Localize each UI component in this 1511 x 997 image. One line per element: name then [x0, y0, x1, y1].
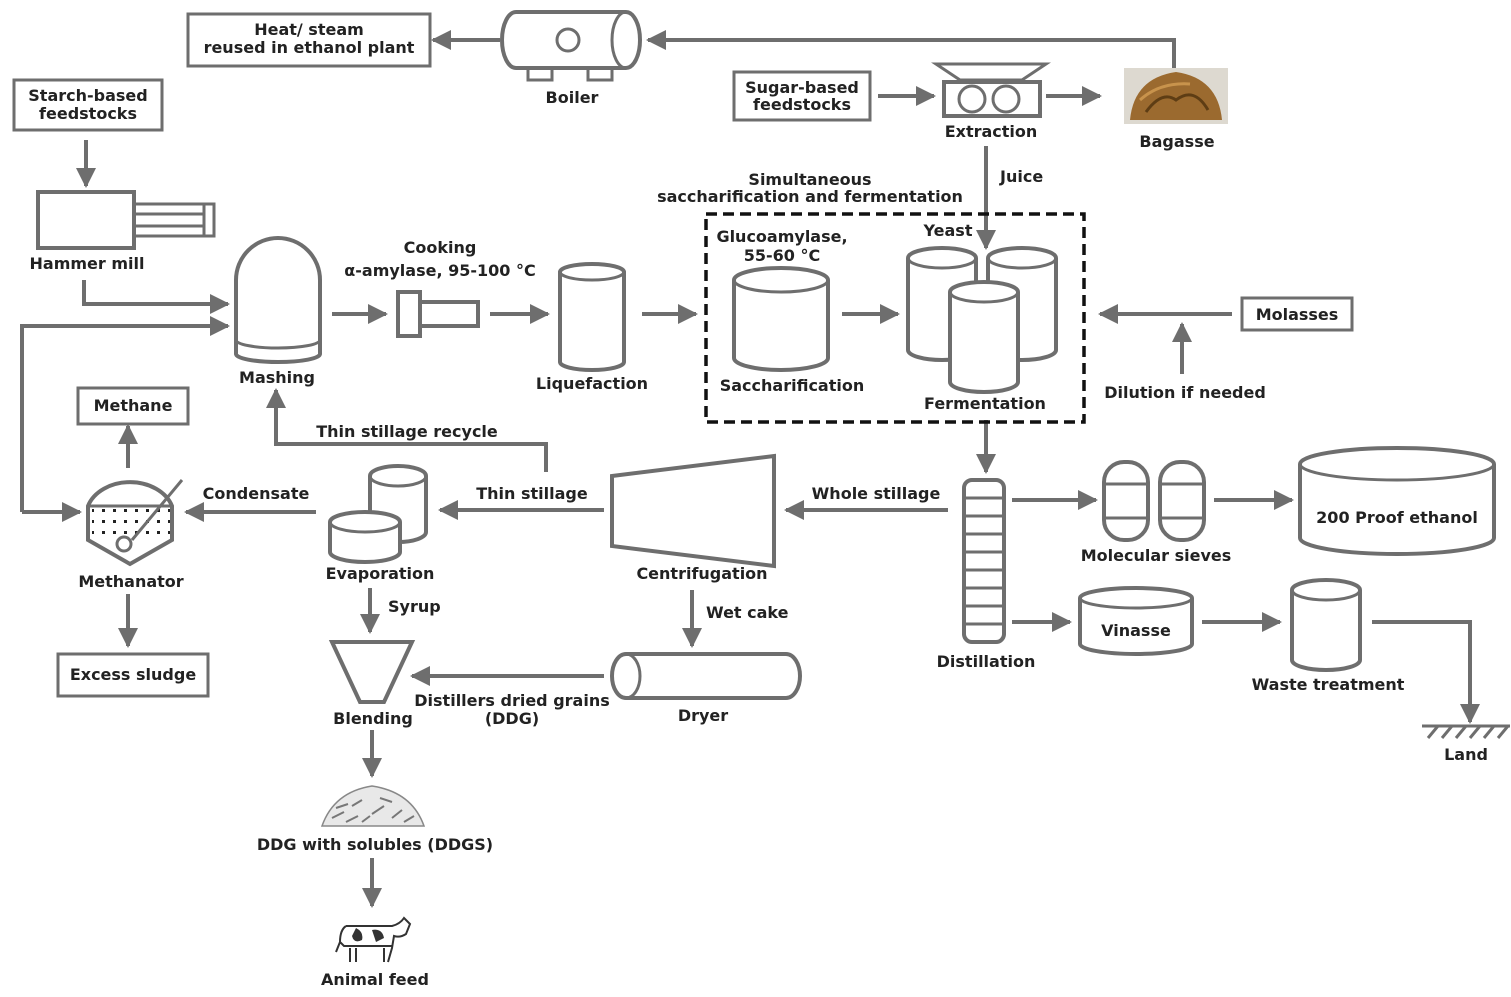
label-ddg-line2: (DDG): [485, 709, 539, 728]
fermentation-tanks-icon: [906, 246, 1058, 394]
label-glucoamylase: Glucoamylase,: [716, 227, 847, 246]
sugar-feedstocks-box: Sugar-based feedstocks: [732, 70, 872, 122]
label-dryer: Dryer: [678, 706, 728, 725]
label-saccharification: Saccharification: [720, 376, 865, 395]
label-gluco-temp: 55-60 °C: [744, 246, 820, 265]
label-juice: Juice: [999, 167, 1043, 186]
ethanol-tank-icon: 200 Proof ethanol: [1298, 446, 1496, 556]
label-wet-cake: Wet cake: [706, 603, 789, 622]
label-thin-stillage-recycle: Thin stillage recycle: [316, 422, 498, 441]
label-blending: Blending: [333, 709, 413, 728]
boiler-icon: [500, 10, 642, 82]
label-thin-stillage: Thin stillage: [476, 484, 588, 503]
label-ssf-line1: Simultaneous: [748, 170, 871, 189]
label-boiler: Boiler: [546, 88, 599, 107]
label-whole-stillage: Whole stillage: [812, 484, 941, 503]
distillation-column-icon: [962, 478, 1006, 644]
label-land: Land: [1444, 745, 1488, 764]
label-cooking: Cooking: [404, 238, 477, 257]
centrifuge-icon: [610, 453, 776, 569]
excess-sludge-box: Excess sludge: [56, 652, 210, 698]
heat-steam-line2: reused in ethanol plant: [204, 38, 415, 57]
label-mashing: Mashing: [239, 368, 315, 387]
label-distillation: Distillation: [937, 652, 1036, 671]
molasses-box: Molasses: [1240, 296, 1354, 332]
label-evaporation: Evaporation: [326, 564, 435, 583]
label-syrup: Syrup: [388, 597, 441, 616]
ddgs-pile-icon: [320, 785, 426, 827]
label-waste-treatment: Waste treatment: [1252, 675, 1405, 694]
starch-feedstocks-box: Starch-based feedstocks: [12, 78, 164, 132]
extraction-roller-icon: [931, 62, 1051, 118]
sugar-line2: feedstocks: [753, 95, 851, 114]
blending-hopper-icon: [328, 640, 416, 704]
bagasse-icon: [1124, 68, 1228, 124]
vinasse-tank-icon: Vinasse: [1078, 586, 1194, 656]
vinasse-text: Vinasse: [1101, 621, 1171, 640]
label-fermentation: Fermentation: [924, 394, 1046, 413]
label-ddg-line1: Distillers dried grains: [414, 691, 609, 710]
diagram-labels: Boiler Extraction Bagasse Juice Hammer m…: [30, 88, 1488, 989]
label-ddgs: DDG with solubles (DDGS): [257, 835, 493, 854]
starch-line1: Starch-based: [28, 86, 147, 105]
label-methanator: Methanator: [78, 572, 183, 591]
liquefaction-tank-icon: [558, 262, 626, 372]
starch-line2: feedstocks: [39, 104, 137, 123]
label-bagasse: Bagasse: [1139, 132, 1214, 151]
ssf-dashed-box: [704, 212, 1086, 424]
label-dilution: Dilution if needed: [1104, 383, 1266, 402]
hammer-mill-icon: [36, 190, 216, 250]
dryer-icon: [610, 652, 802, 700]
label-ssf-line2: saccharification and fermentation: [657, 187, 963, 206]
label-centrifugation: Centrifugation: [636, 564, 767, 583]
heat-steam-line1: Heat/ steam: [254, 20, 364, 39]
excess-sludge-text: Excess sludge: [70, 665, 197, 684]
label-liquefaction: Liquefaction: [536, 374, 648, 393]
molasses-text: Molasses: [1256, 305, 1339, 324]
label-animal-feed: Animal feed: [321, 970, 429, 989]
heat-steam-box: Heat/ steam reused in ethanol plant: [186, 12, 432, 68]
label-molecular-sieves: Molecular sieves: [1081, 546, 1232, 565]
label-alpha-amylase: α-amylase, 95-100 °C: [344, 261, 535, 280]
molecular-sieves-icon: [1102, 460, 1206, 542]
sugar-line1: Sugar-based: [745, 78, 859, 97]
methane-box: Methane: [76, 386, 190, 426]
flow-arrows: [20, 30, 1480, 908]
cow-icon: [335, 916, 412, 963]
land-icon: [1422, 724, 1510, 739]
saccharification-tank-icon: [732, 266, 830, 372]
waste-treatment-tank-icon: [1290, 578, 1362, 672]
methane-text: Methane: [94, 396, 173, 415]
label-condensate: Condensate: [203, 484, 310, 503]
label-hammer-mill: Hammer mill: [30, 254, 145, 273]
proof-ethanol-text: 200 Proof ethanol: [1316, 508, 1478, 527]
evaporator-icon: [328, 464, 428, 564]
mashing-tank-icon: [234, 236, 322, 364]
label-yeast: Yeast: [923, 221, 973, 240]
methanator-icon: [86, 479, 184, 567]
cooker-icon: [396, 290, 480, 338]
label-extraction: Extraction: [945, 122, 1038, 141]
